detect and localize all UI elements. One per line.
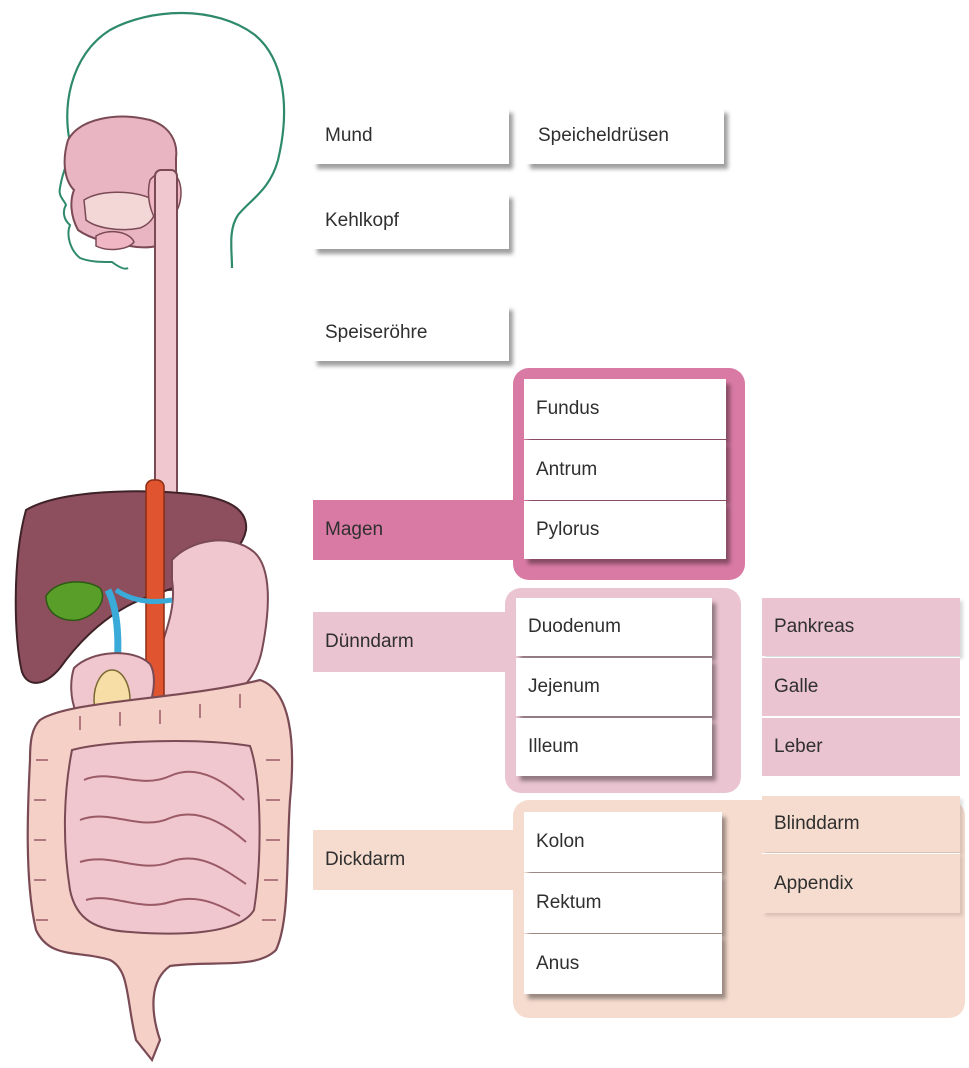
label-blinddarm: Blinddarm <box>762 796 960 852</box>
label-anus: Anus <box>524 934 722 994</box>
label-appendix: Appendix <box>762 853 960 913</box>
label-kolon: Kolon <box>524 812 722 872</box>
digestive-system-illustration <box>0 0 310 1068</box>
label-pylorus: Pylorus <box>524 501 726 559</box>
label-duenndarm: Dünndarm <box>313 612 505 672</box>
label-rektum: Rektum <box>524 873 722 933</box>
label-speicheldruesen: Speicheldrüsen <box>526 108 724 164</box>
label-kehlkopf: Kehlkopf <box>313 193 509 249</box>
label-galle: Galle <box>762 657 960 716</box>
label-jejenum: Jejenum <box>516 658 712 716</box>
label-fundus: Fundus <box>524 379 726 439</box>
label-illeum: Illeum <box>516 718 712 776</box>
label-duodenum: Duodenum <box>516 598 712 656</box>
label-magen: Magen <box>313 500 513 560</box>
label-pankreas: Pankreas <box>762 598 960 656</box>
label-antrum: Antrum <box>524 440 726 500</box>
label-leber: Leber <box>762 717 960 776</box>
tongue <box>84 192 155 229</box>
label-speiseroehre: Speiseröhre <box>313 305 509 361</box>
label-mund: Mund <box>313 108 509 164</box>
label-dickdarm: Dickdarm <box>313 830 513 890</box>
